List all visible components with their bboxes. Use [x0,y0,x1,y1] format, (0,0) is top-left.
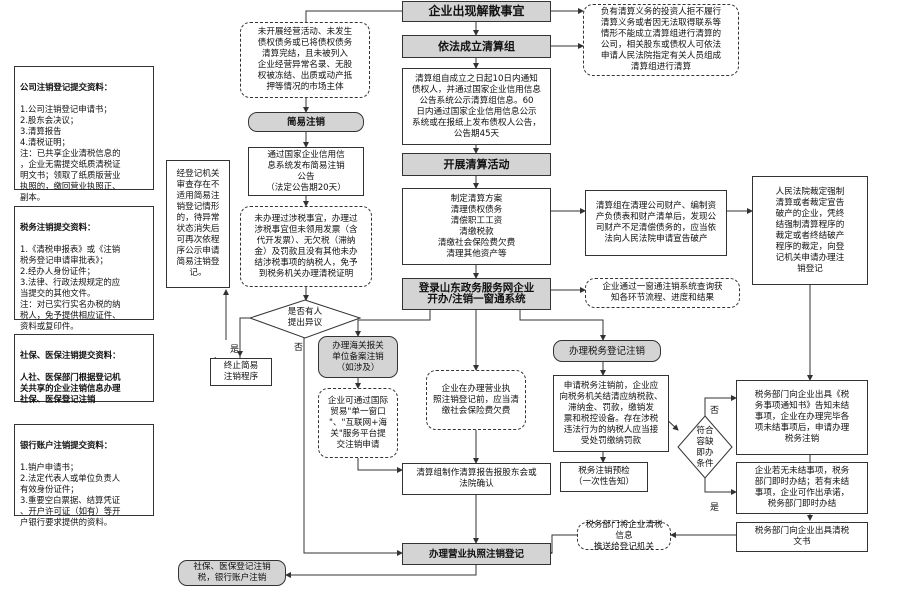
form-group-node: 依法成立清算组 [402,35,551,58]
final-social-node: 社保、医保登记注销 税，银行账户注销 [178,560,286,586]
bankruptcy-note: 清算组在清理公司财产、编制资 产负债表和财产清单后，发现公 司财产不足清偿债务的… [585,190,727,256]
social-docs-panel: 社保、医保注销提交资料： 人社、医保部门根据登记机 关共享的企业注销信息办理 社… [14,334,154,404]
responsible-note: 负有清算义务的投资人拒不履行 清算义务或者因无法取得联系等 情形不能成立清算组进… [583,4,739,76]
one-window-note: 企业通过一窗通注销系统查询获 知各环节流程、进度和结果 [585,278,740,308]
customs-node: 办理海关报关 单位备案注销 （如涉及） [318,336,398,378]
tax-precheck-node: 税务注销预检 （一次性告知） [560,462,648,492]
registrar-check-note: 经登记机关 审查存在不 适用简易注 销登记情形 的，待异常 状态消失后 可再次依… [166,160,230,288]
customs-note: 企业可通过国际 贸易"单一窗口 "、"互联网+海 关"服务平台提 交注销申请 [318,388,398,458]
yes-label-objection: 是 [230,345,240,355]
tax-clear-doc-node: 税务部门向企业出具清税 文书 [736,522,868,552]
license-note: 企业在办理营业执 照注销登记前，应当清 缴社会保险费欠费 [426,370,526,430]
title-node: 企业出现解散事宜 [402,1,551,22]
simple-notice-node: 通过国家企业信用信 息系统发布简易注销 公告 （法定公告期20天） [248,147,364,196]
liquidation-tasks-node: 制定清算方案 清理债权债务 清偿职工工资 清缴税款 清缴社会保险费欠费 清理其他… [402,188,551,265]
bank-docs-body: 1.销户申请书； 2.法定代表人或单位负责人 有效身份证件； 3.重要空白票据、… [20,462,121,527]
tax-docs-panel: 税务注销提交资料： 1.《清税申报表》或《注销 税务登记申请审批表》； 2.经办… [14,206,154,331]
company-docs-title: 公司注销登记提交资料： [20,82,113,92]
promise-note: 企业若无未结事项，税务 部门即时办结；若有未结 事项，企业可作出承诺， 税务部门… [736,462,868,514]
company-docs-body: 1.公司注销登记申请书； 2.股东会决议； 3.清算报告 4.清税证明； 注：已… [20,104,121,202]
note-no-operations: 未开展经营活动、未发生 债权债务或已将债权债务 清算完结，且未被列入 企业经营异… [240,22,370,98]
social-docs-body: 人社、医保部门根据登记机 关共享的企业注销信息办理 社保、医保登记注销 [20,372,121,404]
no-label-conditions: 否 [710,406,720,416]
tax-reg-cancel-node: 办理税务登记注销 [553,340,661,362]
social-docs-title: 社保、医保注销提交资料： [20,350,121,360]
court-note: 人民法院裁定强制 清算或者裁定宣告 破产的企业，凭终 结强制清算程序的 裁定或者… [752,176,868,285]
conditions-label: 符合 容缺 即办 条件 [696,426,714,469]
objection-label: 是否有人 提出异议 [287,307,323,328]
terminate-simple-node: 终止简易 注销程序 [210,358,272,386]
carry-out-node: 开展清算活动 [402,153,551,176]
tax-unrelated-note: 未办理过涉税事宜，办理过 涉税事宜但未领用发票（含 代开发票）、无欠税（滞纳 金… [240,206,372,287]
simple-cancel-node: 简易注销 [248,112,364,132]
no-label-objection: 否 [294,343,304,353]
tax-notice-doc-node: 税务部门向企业出具《税 务事项通知书》告知未结 事项，企业在办理完毕各 项未结事… [736,380,868,455]
push-info-note: 税务部门将企业清税信息 推送给登记机关 [577,520,671,552]
final-cancel-node: 办理营业执照注销登记 [402,543,551,565]
bank-docs-title: 银行账户注销提交资料： [20,440,113,450]
yes-label-conditions: 是 [710,503,720,513]
tax-docs-body: 1.《清税申报表》或《注销 税务登记申请审批表》； 2.经办人身份证件； 3.法… [20,244,121,331]
tax-apply-note: 申请税务注销前，企业应 向税务机关结清应纳税款、 滞纳金、罚款，缴销发 票和税控… [553,375,669,452]
group-notice-node: 清算组自成立之日起10日内通知 债权人，并通过国家企业信用信息 公告系统公示清算… [402,68,551,145]
company-docs-panel: 公司注销登记提交资料： 1.公司注销登记申请书； 2.股东会决议； 3.清算报告… [14,66,154,202]
report-confirm-node: 清算组制作清算报告报股东会或 法院确认 [402,463,551,495]
login-portal-node: 登录山东政务服务网企业 开办/注销一窗通系统 [402,278,551,310]
tax-docs-title: 税务注销提交资料： [20,222,96,232]
bank-docs-panel: 银行账户注销提交资料： 1.销户申请书； 2.法定代表人或单位负责人 有效身份证… [14,424,154,527]
